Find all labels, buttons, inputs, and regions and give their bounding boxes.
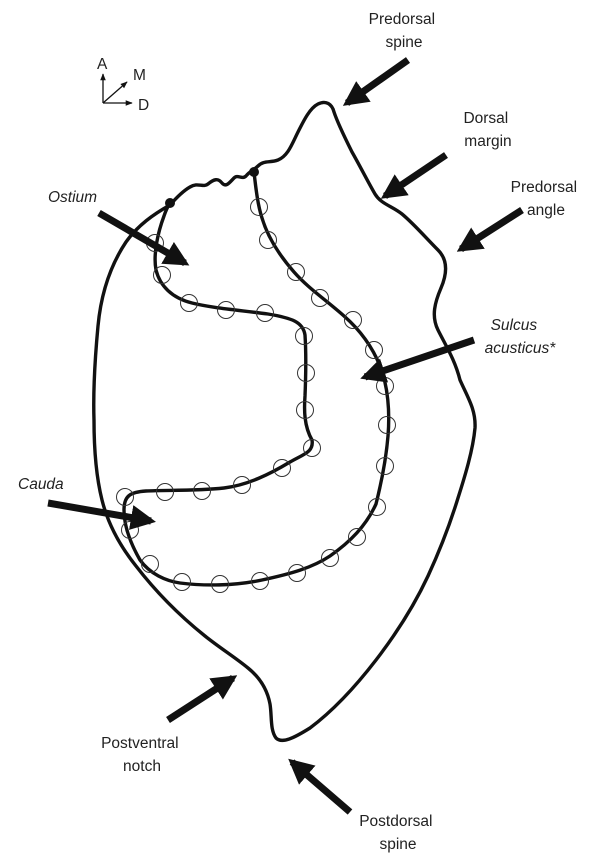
label-sulcus-acusticus-line2: acusticus* xyxy=(485,340,557,357)
label-predorsal-spine-line1: Predorsal xyxy=(369,11,435,28)
label-postventral-notch: Postventral notch xyxy=(101,735,183,775)
arrow-predorsal-angle xyxy=(461,210,522,249)
sulcus-acusticus-line xyxy=(124,172,389,585)
label-dorsal-margin-line2: margin xyxy=(464,133,511,150)
annotation-arrows xyxy=(48,60,522,812)
arrow-dorsal-margin xyxy=(385,155,446,196)
label-predorsal-spine-line2: spine xyxy=(385,34,422,51)
label-dorsal-margin-line1: Dorsal xyxy=(463,110,508,127)
arrow-postdorsal-spine xyxy=(292,762,350,812)
labels: Predorsal spine Dorsal margin Predorsal … xyxy=(18,11,581,853)
orientation-axes: A M D xyxy=(97,56,149,114)
arrow-ostium xyxy=(99,213,185,263)
label-postdorsal-spine-line2: spine xyxy=(379,836,416,853)
label-postdorsal-spine-line1: Postdorsal xyxy=(359,813,432,830)
label-sulcus-acusticus: Sulcus acusticus* xyxy=(485,317,557,357)
label-cauda: Cauda xyxy=(18,476,64,493)
label-postventral-notch-line2: notch xyxy=(123,758,161,775)
label-ostium: Ostium xyxy=(48,189,97,206)
label-sulcus-acusticus-line1: Sulcus xyxy=(491,317,538,334)
sulcus-landmarks xyxy=(117,199,396,593)
axis-label-m: M xyxy=(133,67,146,84)
label-postventral-notch-line1: Postventral xyxy=(101,735,179,752)
label-dorsal-margin: Dorsal margin xyxy=(463,110,512,150)
label-predorsal-spine: Predorsal spine xyxy=(369,11,440,51)
otolith-outline xyxy=(94,102,475,740)
medial-axis-line xyxy=(103,82,127,103)
arrow-cauda xyxy=(48,503,151,521)
arrow-predorsal-spine xyxy=(347,60,408,103)
label-predorsal-angle-line2: angle xyxy=(527,202,565,219)
arrow-postventral-notch xyxy=(168,678,233,720)
axis-label-a: A xyxy=(97,56,108,73)
axis-label-d: D xyxy=(138,97,149,114)
label-postdorsal-spine: Postdorsal spine xyxy=(359,813,437,853)
anchor-point-anterior xyxy=(165,198,175,208)
anchor-point-dorsal xyxy=(249,167,259,177)
label-predorsal-angle-line1: Predorsal xyxy=(511,179,577,196)
